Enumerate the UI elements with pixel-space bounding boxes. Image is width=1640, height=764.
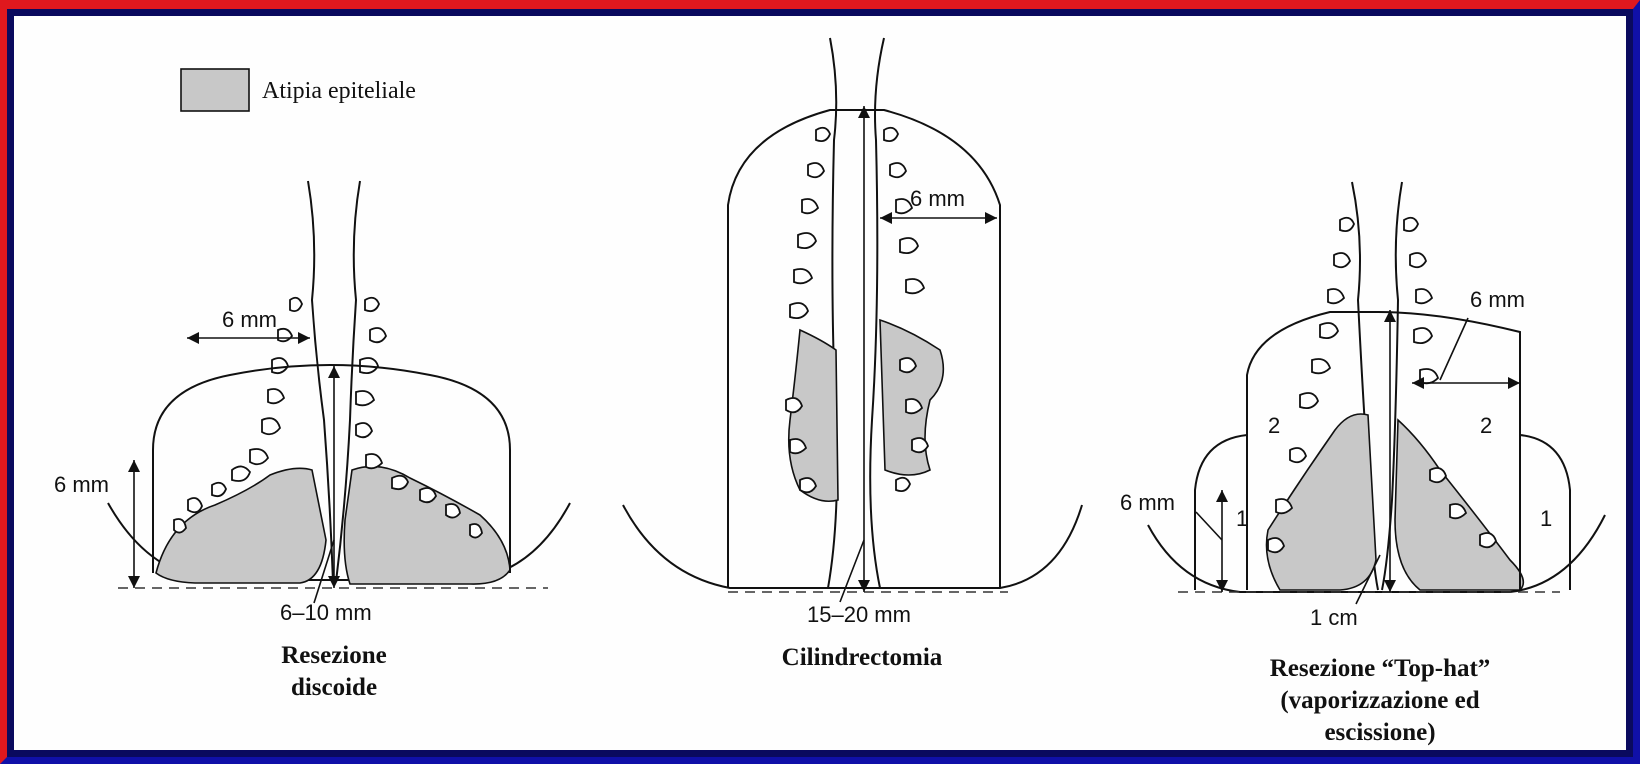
atypia-zone-right bbox=[344, 466, 510, 584]
atypia-zone-right bbox=[880, 320, 943, 475]
panel-discoid: 6 mm 6 mm 6–10 mm Resezione discoide bbox=[54, 181, 570, 701]
atypia-zone-left bbox=[789, 330, 838, 501]
dim-height-label: 6 mm bbox=[54, 472, 109, 497]
dim-depth-label: 15–20 mm bbox=[807, 602, 911, 627]
cervix-outline bbox=[623, 505, 1082, 588]
zone-label-inner-left: 2 bbox=[1268, 413, 1280, 438]
caption-line-1: Cilindrectomia bbox=[782, 644, 943, 671]
dim-radial-label: 6 mm bbox=[1470, 287, 1525, 312]
dim-depth-label: 1 cm bbox=[1310, 605, 1358, 630]
panel-cylindrectomy: 6 mm 15–20 mm Cilindrectomia bbox=[623, 38, 1082, 671]
zone-label-outer-right: 1 bbox=[1540, 506, 1552, 531]
legend-swatch bbox=[181, 69, 249, 111]
caption-line-2: discoide bbox=[291, 674, 377, 701]
caption-line-2: (vaporizzazione ed bbox=[1280, 687, 1479, 714]
caption-line-1: Resezione bbox=[281, 642, 387, 669]
caption-line-3: escissione) bbox=[1324, 719, 1435, 746]
dim-radial-label: 6 mm bbox=[910, 186, 965, 211]
legend: Atipia epiteliale bbox=[181, 69, 416, 111]
zone-label-outer-left: 1 bbox=[1236, 506, 1248, 531]
caption-line-1: Resezione “Top-hat” bbox=[1270, 655, 1491, 682]
dim-radial-label: 6 mm bbox=[222, 307, 277, 332]
legend-label: Atipia epiteliale bbox=[262, 78, 416, 104]
dim-depth-label: 6–10 mm bbox=[280, 600, 372, 625]
canal-wall-right bbox=[870, 38, 884, 588]
panel-top-hat: 6 mm 6 mm 1 cm 2 2 1 1 Resezione “Top-ha… bbox=[1120, 182, 1605, 746]
dim-height-label: 6 mm bbox=[1120, 490, 1175, 515]
zone-label-inner-right: 2 bbox=[1480, 413, 1492, 438]
canal-wall-left bbox=[828, 38, 837, 588]
